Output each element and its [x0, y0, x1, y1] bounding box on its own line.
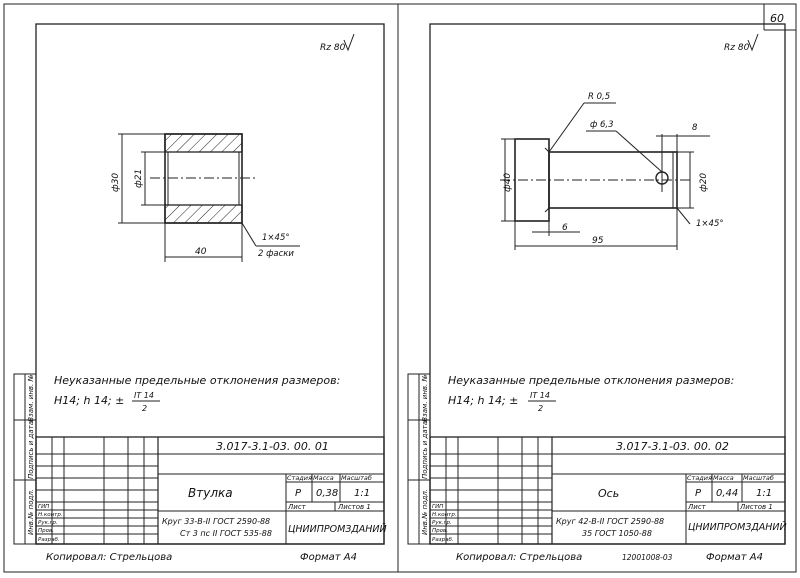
svg-text:Стадия: Стадия	[687, 474, 712, 482]
svg-text:Листов 1: Листов 1	[337, 503, 371, 511]
left-organization: ЦНИИПРОМЗДАНИЙ	[288, 523, 387, 535]
right-format: Формат А4	[706, 552, 763, 563]
left-note-frac-bottom: 2	[142, 404, 147, 413]
right-mass: 0,44	[716, 488, 738, 499]
svg-text:Масштаб: Масштаб	[743, 474, 774, 482]
side-label-3: Инв.№ подл.	[27, 489, 35, 535]
svg-text:ГИП: ГИП	[432, 504, 443, 510]
svg-text:2: 2	[538, 404, 543, 413]
dim-hole-pos: 8	[692, 123, 698, 133]
left-note-line1: Неуказанные предельные отклонения размер…	[54, 374, 340, 387]
side-label-1: Взам. инв. №	[27, 374, 35, 422]
bushing-section: ф30 ф21 40 1×45° 2 фаски	[111, 133, 300, 262]
svg-text:Лист: Лист	[287, 503, 307, 511]
dim-chamfer: 1×45°	[262, 233, 290, 243]
svg-text:Подпись и дата: Подпись и дата	[421, 421, 429, 479]
left-note-frac-top: IT 14	[134, 391, 154, 400]
left-copied-by: Копировал: Стрельцова	[46, 552, 172, 563]
svg-text:Рук.гр.: Рук.гр.	[432, 520, 452, 526]
dim-length: 40	[195, 247, 207, 257]
svg-text:ГИП: ГИП	[38, 504, 49, 510]
dim-d-outer: ф30	[111, 173, 121, 192]
svg-text:Взам. инв. №: Взам. инв. №	[421, 374, 429, 422]
right-scale: 1:1	[756, 488, 772, 499]
right-note-line1: Неуказанные предельные отклонения размер…	[448, 374, 734, 387]
right-roughness: Rz 80	[724, 43, 750, 53]
right-designation: 3.017-3.1-03. 00. 02	[616, 440, 729, 453]
svg-text:Масса: Масса	[713, 474, 734, 482]
left-designation: 3.017-3.1-03. 00. 01	[216, 440, 329, 453]
svg-text:Разраб.: Разраб.	[432, 537, 454, 543]
svg-text:Н.контр.: Н.контр.	[38, 512, 63, 518]
left-note-line2: H14; h 14; ±	[54, 394, 124, 407]
right-stage: Р	[695, 488, 702, 499]
page-number: 60	[770, 12, 784, 25]
svg-text:Листов 1: Листов 1	[739, 503, 773, 511]
svg-text:Масса: Масса	[313, 474, 334, 482]
dim-d-shaft: ф20	[699, 173, 709, 192]
side-label-2: Подпись и дата	[27, 421, 35, 479]
left-material-2: Ст 3 пс II ГОСТ 535-88	[180, 529, 272, 538]
left-material-1: Круг 33-В-II ГОСТ 2590-88	[162, 517, 270, 526]
right-note-line2: H14; h 14; ±	[448, 394, 518, 407]
left-title-block: ГИП Н.контр. Рук.гр. Пров. Разраб. 3.017…	[35, 436, 387, 545]
axle-view: ф40 ф20 6 95 R 0,5 ф 6,3 8 1×45°	[500, 92, 724, 250]
left-side-strip: Взам. инв. № Подпись и дата Инв.№ подл.	[13, 373, 37, 545]
left-sheet: Взам. инв. № Подпись и дата Инв.№ подл. …	[13, 23, 387, 563]
svg-text:Пров.: Пров.	[38, 528, 54, 534]
right-sheet: Взам. инв. № Подпись и дата Инв.№ подл. …	[407, 23, 787, 563]
left-scale: 1:1	[354, 488, 370, 499]
dim-hole: ф 6,3	[590, 120, 614, 130]
right-material-2: 35 ГОСТ 1050-88	[582, 529, 652, 538]
dim-d-inner: ф21	[134, 169, 144, 188]
right-part-name: Ось	[598, 487, 619, 500]
svg-text:Инв.№ подл.: Инв.№ подл.	[421, 489, 429, 535]
dim-radius: R 0,5	[588, 92, 610, 102]
dim-head-len: 6	[562, 223, 568, 233]
svg-text:Разраб.: Разраб.	[38, 537, 60, 543]
right-organization: ЦНИИПРОМЗДАНИЙ	[688, 521, 787, 533]
left-roughness: Rz 80	[320, 43, 346, 53]
left-mass: 0,38	[316, 488, 338, 499]
right-footer-code: 12001008-03	[622, 553, 673, 562]
right-title-block: ГИП Н.контр. Рук.гр. Пров. Разраб. 3.017…	[429, 436, 787, 545]
page-border	[3, 3, 797, 573]
svg-text:Рук.гр.: Рук.гр.	[38, 520, 58, 526]
svg-text:Пров.: Пров.	[432, 528, 448, 534]
left-stage: Р	[295, 488, 302, 499]
dim-chamfer: 1×45°	[696, 219, 724, 229]
right-side-strip: Взам. инв. № Подпись и дата Инв.№ подл.	[407, 373, 431, 545]
svg-text:Масштаб: Масштаб	[341, 474, 372, 482]
dim-chamfer-note: 2 фаски	[258, 249, 294, 259]
right-material-1: Круг 42-В-II ГОСТ 2590-88	[556, 517, 664, 526]
dim-d-head: ф40	[503, 173, 513, 192]
left-format: Формат А4	[300, 552, 357, 563]
dim-length: 95	[592, 236, 604, 246]
svg-text:Стадия: Стадия	[287, 474, 312, 482]
svg-text:Лист: Лист	[687, 503, 707, 511]
svg-text:Н.контр.: Н.контр.	[432, 512, 457, 518]
svg-text:IT 14: IT 14	[530, 391, 550, 400]
left-part-name: Втулка	[188, 486, 233, 500]
right-copied-by: Копировал: Стрельцова	[456, 552, 582, 563]
